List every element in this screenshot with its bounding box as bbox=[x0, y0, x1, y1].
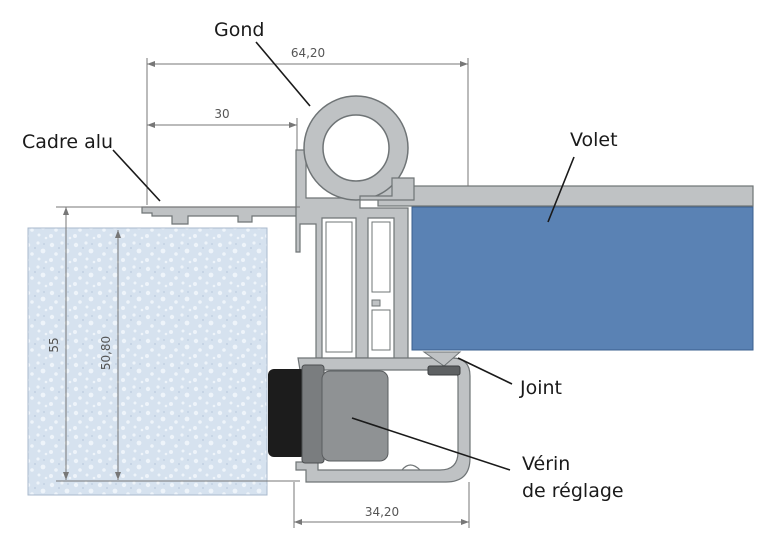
cadre-alu-profile bbox=[141, 206, 301, 225]
profile-slot bbox=[325, 221, 353, 353]
dim-frame-width: 30 bbox=[214, 107, 229, 121]
profile-notch bbox=[371, 299, 381, 307]
label-cadre-alu: Cadre alu bbox=[22, 131, 113, 153]
verin-cap bbox=[268, 369, 306, 457]
volet-panel bbox=[411, 206, 754, 351]
profile-slot bbox=[371, 309, 391, 351]
label-verin: Vérin bbox=[522, 453, 570, 475]
verin-body bbox=[321, 370, 389, 462]
label-joint: Joint bbox=[519, 377, 562, 399]
housing-bump bbox=[401, 464, 421, 471]
profile-slot bbox=[371, 221, 391, 293]
leader-lines bbox=[112, 41, 575, 471]
joint-base bbox=[427, 365, 461, 376]
joint-seal bbox=[422, 351, 462, 367]
dim-height-outer: 55 bbox=[47, 337, 61, 352]
label-de-reglage: de réglage bbox=[522, 480, 624, 502]
verin-collar bbox=[301, 364, 325, 464]
gond-hinge-inner bbox=[322, 114, 390, 182]
label-volet: Volet bbox=[570, 129, 618, 151]
dim-height-inner: 50,80 bbox=[99, 336, 113, 370]
dimension-lines bbox=[56, 58, 470, 528]
concrete-block bbox=[27, 227, 268, 496]
dim-total-width: 64,20 bbox=[291, 46, 325, 60]
volet-top-sheet bbox=[377, 185, 754, 207]
gond-tail bbox=[359, 177, 415, 201]
dimension-arrows bbox=[63, 61, 469, 525]
label-gond: Gond bbox=[214, 19, 264, 41]
dim-bottom-width: 34,20 bbox=[365, 505, 399, 519]
